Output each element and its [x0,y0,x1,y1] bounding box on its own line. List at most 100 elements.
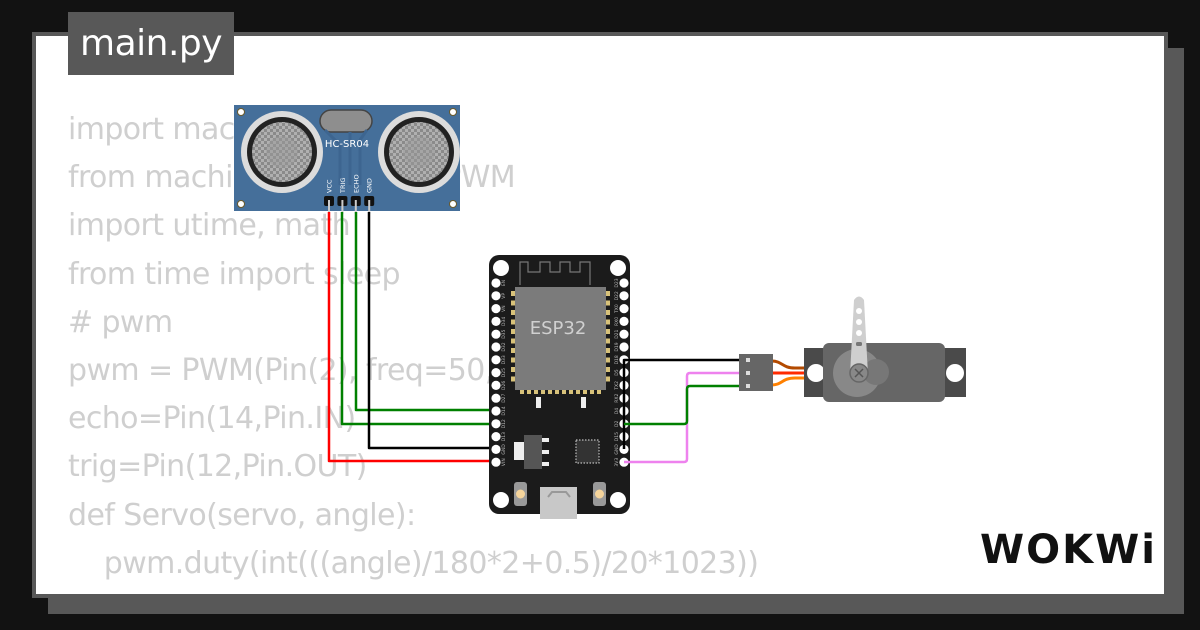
esp32-pin-d19[interactable] [619,342,629,352]
module-pad [606,338,610,344]
module-pad [511,300,515,306]
wire-vcc-vin[interactable] [327,212,496,463]
esp32-pin-d35[interactable] [491,329,501,339]
wire-gnd-gnd[interactable] [367,212,496,450]
code-line: trig=Pin(12,Pin.OUT) [68,449,367,485]
module-pad [534,390,538,394]
esp32-pin-label: D13 [501,432,507,441]
esp32-pin-label: GND [614,444,620,455]
module-pad [590,390,594,394]
esp32-pin-d34[interactable] [491,316,501,326]
esp32-pin-label: D18 [614,355,620,364]
esp32-pin-tx0[interactable] [619,304,629,314]
esp32-pin-d14[interactable] [491,406,501,416]
esp32-pin-vp[interactable] [491,291,501,301]
esp32-pin-vin[interactable] [491,457,501,467]
esp32-pin-label: D23 [614,278,620,287]
sensor-pin-leg [354,200,357,214]
module-pad [606,291,610,296]
esp32-pin-d27[interactable] [491,393,501,403]
module-pad [606,329,610,334]
esp32-pin-label: D14 [501,406,507,415]
esp32-pin-label: D34 [501,317,507,326]
esp32-pin-d22[interactable] [619,291,629,301]
esp32-pin-d32[interactable] [491,342,501,352]
module-pad [511,291,515,296]
mount-hole [449,108,457,116]
mount-hole [237,200,245,208]
mount-hole [493,260,509,276]
mount-hole [946,364,964,382]
file-tab[interactable]: main.py [68,12,235,75]
esp32-pin-label: D32 [501,342,507,351]
module-pad [511,376,515,382]
usb-chip [575,439,600,464]
module-pad [511,367,515,372]
esp32-pin-vn[interactable] [491,304,501,314]
servo-wires [622,358,742,464]
sensor-pin-leg [328,200,330,214]
esp32-pin-label: D12 [501,419,507,428]
mount-hole [449,200,457,208]
antenna-trace [519,261,591,285]
esp32-pin-en[interactable] [491,278,501,288]
esp32-pin-label: D22 [614,291,620,300]
connector-pins [746,358,750,388]
code-line: import utime, math [68,208,351,244]
esp32-pin-label: VP [501,293,507,299]
code-line: while True: [68,588,758,595]
module-pad [606,376,610,382]
module-pad [520,390,524,394]
esp32-pin-label: RX2 [614,394,620,403]
esp32-pin-gnd[interactable] [619,444,629,454]
module-pad [562,390,566,394]
code-line: echo=Pin(14,Pin.IN) [68,401,356,437]
smd-led [536,397,541,408]
servo-connector [739,354,773,391]
esp32-pin-label: TX0 [614,304,620,314]
wire-servo-pwm[interactable] [624,384,742,426]
module-pad [511,329,515,334]
esp32-pin-d23[interactable] [619,278,629,288]
sensor-pin-label: ECHO [352,174,360,193]
esp32-pin-d26[interactable] [491,380,501,390]
sensor-pin-leg [368,200,371,214]
esp32-pin-label: D5 [614,369,620,375]
boot-button[interactable] [514,482,527,506]
esp32-pin-label: D33 [501,355,507,364]
esp32-pin-label: EN [501,280,507,286]
mount-hole [237,108,245,116]
esp32-pin-label: D15 [614,432,620,441]
mount-hole [610,492,626,508]
servo-horn [849,296,869,383]
reset-button[interactable] [593,482,606,506]
sensor-pin-label: GND [366,178,374,193]
code-line: pwm.duty(int(((angle)/180*2+0.5)/20*1023… [68,545,759,581]
module-pad [597,390,601,394]
esp32-pin-d33[interactable] [491,355,501,365]
esp32-pin-rx0[interactable] [619,316,629,326]
sensor-pin-label: TRIG [339,178,347,194]
module-pad [576,390,580,394]
esp32-pin-d25[interactable] [491,368,501,378]
code-line: def Servo(servo, angle): [68,497,416,533]
esp32-board[interactable]: ESP32 ENVPVND34D35D32D33D25D26D27D14D12D… [489,255,630,519]
esp32-pin-label: D35 [501,329,507,338]
esp32-pin-d13[interactable] [491,432,501,442]
sensor-pin-leg [341,200,344,214]
esp32-pin-gnd[interactable] [491,444,501,454]
servo-motor[interactable] [739,296,966,403]
wire-servo-gnd[interactable] [622,358,742,449]
esp32-pin-d12[interactable] [491,419,501,429]
wire-echo-d14[interactable] [354,212,496,412]
module-pad [606,300,610,306]
esp32-pin-d21[interactable] [619,329,629,339]
esp32-pin-label: D4 [614,408,620,414]
module-pad [583,390,587,394]
module-pad [606,367,610,372]
wire-trig-d12[interactable] [340,212,496,426]
module-pad [511,348,515,353]
module-pad [511,357,515,363]
